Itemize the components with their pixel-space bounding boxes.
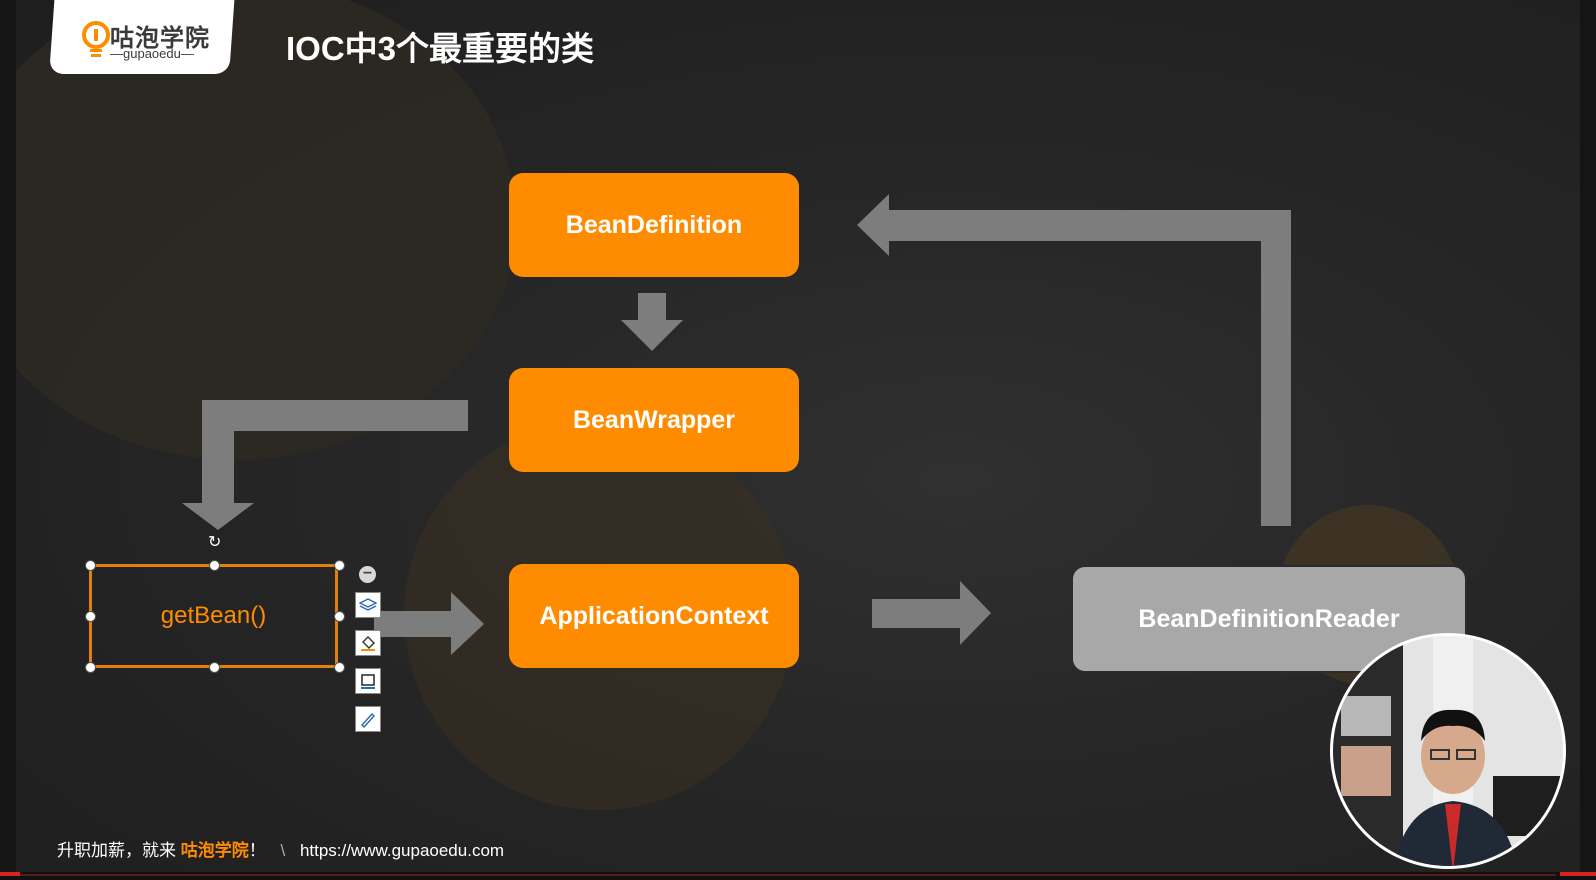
rotate-handle-icon[interactable]: ↻ <box>208 534 222 551</box>
resize-handle[interactable] <box>209 662 220 673</box>
resize-handle[interactable] <box>334 611 345 622</box>
right-edge <box>1580 0 1596 880</box>
progress-start <box>0 872 20 876</box>
fill-bucket-icon[interactable] <box>355 630 381 656</box>
resize-handle[interactable] <box>209 560 220 571</box>
page-title: IOC中3个最重要的类 <box>286 30 595 67</box>
outline-icon[interactable] <box>355 668 381 694</box>
arrow-reader-to-definition <box>857 194 1291 526</box>
resize-handle[interactable] <box>85 662 96 673</box>
logo-subtitle: —gupaoedu— <box>110 46 194 61</box>
arrow-down-definition-to-wrapper <box>621 293 683 351</box>
slide: I <box>16 0 1580 872</box>
left-edge <box>0 0 16 880</box>
logo: 咕泡学院 —gupaoedu— <box>72 16 232 66</box>
footer-suffix: ！ <box>248 841 266 860</box>
resize-handle[interactable] <box>334 560 345 571</box>
logo-name: 咕泡学院 <box>110 25 210 52</box>
pen-icon[interactable] <box>355 706 381 732</box>
footer-url[interactable]: https://www.gupaoedu.com <box>299 841 505 860</box>
progress-track[interactable] <box>0 872 1596 880</box>
webcam-overlay <box>1330 633 1566 869</box>
arrow-wrapper-to-getbean <box>182 400 468 530</box>
presenter-video <box>1333 636 1563 866</box>
resize-handle[interactable] <box>85 611 96 622</box>
footer-brand: 咕泡学院 <box>180 841 249 860</box>
decorative-blob <box>16 0 516 460</box>
collapse-icon[interactable]: − <box>359 566 376 583</box>
footer-separator: \ <box>280 841 286 860</box>
getbean-box[interactable]: getBean() <box>89 564 338 668</box>
layers-icon[interactable] <box>355 592 381 618</box>
bean-wrapper-box[interactable]: BeanWrapper <box>509 368 799 472</box>
bean-definition-box[interactable]: BeanDefinition <box>509 173 799 277</box>
footer-prefix: 升职加薪，就来 <box>57 841 176 860</box>
flow-arrows <box>182 194 1291 655</box>
arrow-context-to-reader <box>872 581 991 645</box>
resize-handle[interactable] <box>85 560 96 571</box>
lightbulb-icon <box>82 21 110 57</box>
arrow-getbean-to-context <box>374 592 484 655</box>
resize-handle[interactable] <box>334 662 345 673</box>
application-context-box[interactable]: ApplicationContext <box>509 564 799 668</box>
footer: 升职加薪，就来 咕泡学院！ \ https://www.gupaoedu.com <box>57 836 504 861</box>
progress-end <box>1560 872 1596 876</box>
